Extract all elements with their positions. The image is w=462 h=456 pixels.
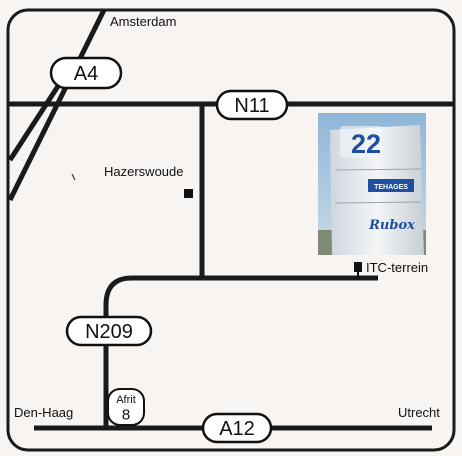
svg-text:Afrit: Afrit bbox=[116, 394, 136, 406]
road-a4-branch bbox=[8, 78, 65, 162]
shield-n209: N209 bbox=[65, 315, 153, 347]
building-sign-photo: 22 TEHAGES Rubox bbox=[318, 113, 426, 255]
tenant-rubox: Rubox bbox=[368, 218, 415, 233]
label-itc-terrein: ITC-terrein bbox=[366, 260, 428, 275]
cursor-mark bbox=[71, 173, 76, 181]
svg-text:A12: A12 bbox=[219, 418, 255, 440]
tenant-tehages: TEHAGES bbox=[374, 184, 408, 191]
label-hazerswoude: Hazerswoude bbox=[104, 164, 184, 179]
svg-text:8: 8 bbox=[122, 407, 130, 424]
label-amsterdam: Amsterdam bbox=[110, 14, 176, 29]
label-utrecht: Utrecht bbox=[398, 405, 440, 420]
label-den-haag: Den-Haag bbox=[14, 405, 73, 420]
building-number: 22 bbox=[351, 129, 381, 159]
svg-text:A4: A4 bbox=[74, 63, 98, 85]
svg-text:N209: N209 bbox=[85, 321, 133, 343]
exit-8-sign: Afrit 8 bbox=[107, 388, 145, 426]
map-frame bbox=[6, 8, 456, 452]
shield-a4: A4 bbox=[49, 56, 123, 90]
itc-terrein-marker bbox=[354, 262, 362, 272]
svg-text:N11: N11 bbox=[234, 95, 269, 117]
shield-a12: A12 bbox=[201, 412, 273, 444]
hazerswoude-marker bbox=[184, 189, 193, 198]
shield-n11: N11 bbox=[215, 89, 289, 121]
road-n209 bbox=[103, 275, 378, 428]
